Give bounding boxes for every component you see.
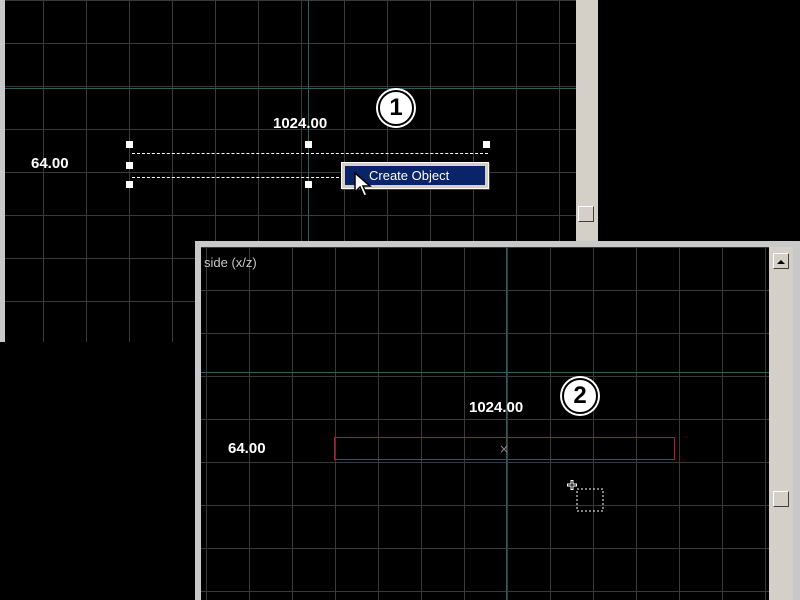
side-viewport[interactable] — [201, 247, 769, 600]
scroll-thumb[interactable] — [578, 206, 594, 222]
step-number-badge: 2 — [562, 378, 598, 414]
scroll-up-button[interactable] — [773, 253, 789, 269]
arrow-up-icon — [777, 260, 785, 264]
brush-outline[interactable] — [334, 437, 675, 460]
selection-top-edge — [132, 153, 488, 154]
top-viewport-axis-vertical — [308, 0, 309, 342]
step-number-badge: 1 — [378, 90, 414, 126]
side-height-label: 64.00 — [228, 440, 266, 457]
side-viewport-scrollbar[interactable] — [769, 247, 793, 600]
create-object-menu-item[interactable]: Create Object — [345, 166, 485, 185]
context-menu: Create Object — [341, 162, 489, 189]
selection-handle[interactable] — [126, 181, 133, 188]
side-viewport-axis-vertical — [506, 247, 507, 600]
scroll-thumb[interactable] — [773, 491, 789, 507]
viewport-title: side (x/z) — [204, 255, 257, 270]
side-width-label: 1024.00 — [469, 399, 524, 416]
crosshair-cursor-icon — [567, 480, 604, 512]
top-width-label: 1024.00 — [273, 115, 328, 132]
top-viewport-left-border — [0, 0, 5, 342]
selection-handle[interactable] — [305, 181, 312, 188]
mouse-pointer-icon — [354, 172, 372, 197]
selection-handle[interactable] — [483, 141, 490, 148]
top-height-label: 64.00 — [31, 155, 69, 172]
side-viewport-axis-horizontal — [201, 372, 769, 373]
top-viewport-axis-horizontal — [0, 88, 576, 89]
selection-handle[interactable] — [126, 141, 133, 148]
selection-bottom-edge — [132, 177, 344, 178]
menu-item-label: Create Object — [369, 168, 450, 183]
selection-handle[interactable] — [126, 162, 133, 169]
brush-center-marker: × — [499, 442, 510, 456]
top-viewport-scrollbar[interactable] — [576, 0, 598, 245]
selection-handle[interactable] — [305, 141, 312, 148]
